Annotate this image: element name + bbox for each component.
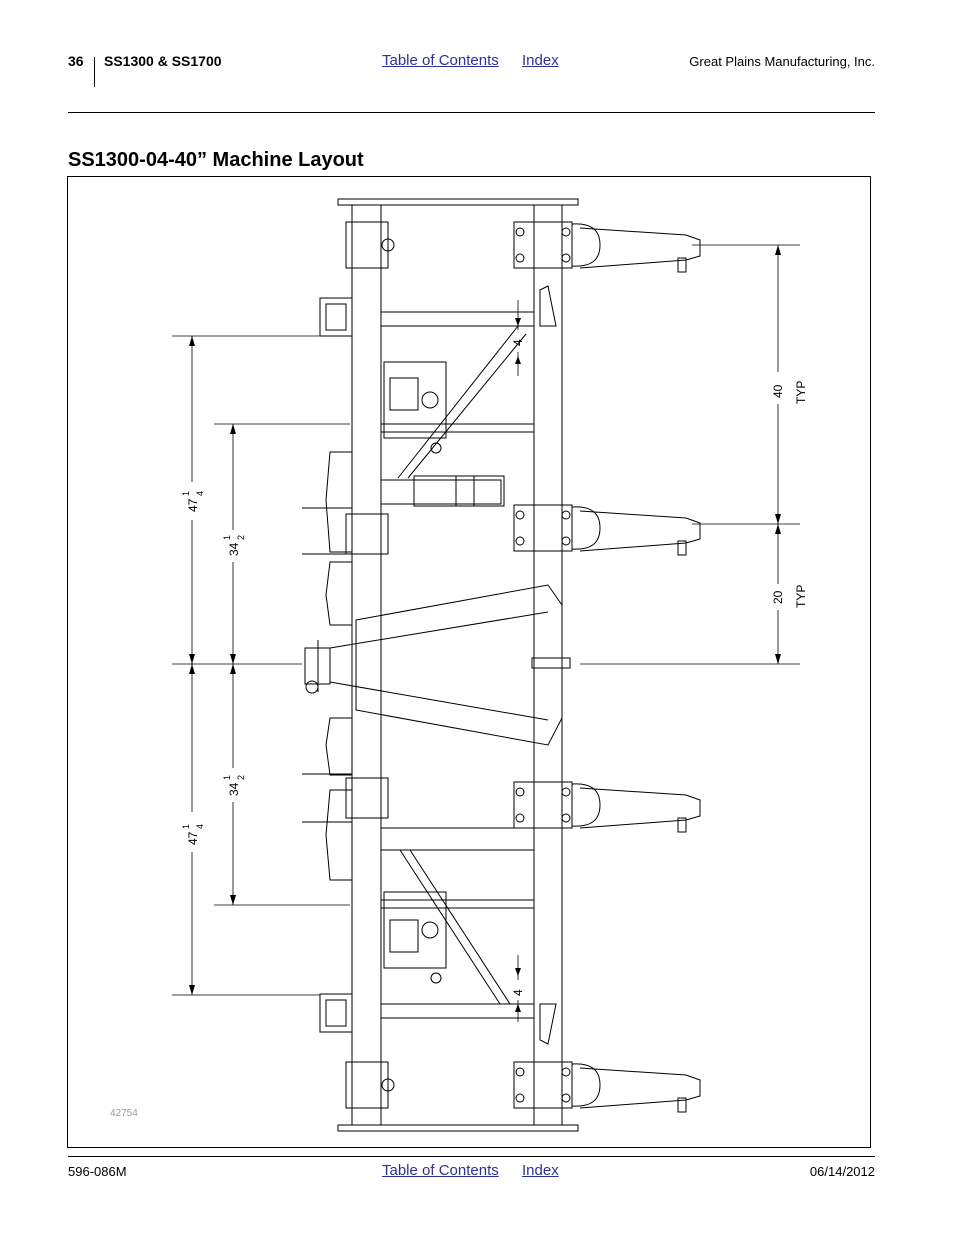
document-number: 596-086M (68, 1164, 127, 1179)
page-title: SS1300-04-40” Machine Layout (68, 149, 364, 171)
dim-outer-bottom: 47 (186, 831, 200, 845)
dim-row-spacing-note: TYP (794, 381, 808, 404)
dim-outer-top: 47 (186, 498, 200, 512)
dim-outer-top-den: 4 (195, 491, 205, 496)
dim-inner-top-den: 2 (236, 535, 246, 540)
dim-half-spacing-note: TYP (794, 585, 808, 608)
index-link[interactable]: Index (522, 52, 559, 69)
dim-inner-top: 34 (227, 542, 241, 556)
company-name: Great Plains Manufacturing, Inc. (689, 54, 875, 69)
dim-inner-bottom: 34 (227, 782, 241, 796)
footer-index-link[interactable]: Index (522, 1162, 559, 1179)
page-number: 36 (68, 53, 84, 69)
dim-outer-bottom-num: 1 (181, 824, 191, 829)
dim-half-spacing: 20 (771, 590, 785, 604)
dim-inner-top-num: 1 (222, 535, 232, 540)
figure-id: 42754 (110, 1108, 138, 1119)
dim-outer-bottom-den: 4 (195, 824, 205, 829)
dim-gap-bottom: 4 (511, 989, 525, 996)
dim-row-spacing: 40 (771, 384, 785, 398)
footer-table-of-contents-link[interactable]: Table of Contents (382, 1162, 499, 1179)
dim-inner-bottom-num: 1 (222, 775, 232, 780)
header-rule (68, 112, 875, 113)
figure-frame (67, 176, 871, 1148)
table-of-contents-link[interactable]: Table of Contents (382, 52, 499, 69)
header-divider (94, 57, 95, 87)
dim-outer-top-num: 1 (181, 491, 191, 496)
model-name: SS1300 & SS1700 (104, 53, 222, 69)
footer-rule (68, 1156, 875, 1157)
dim-gap-top: 4 (511, 339, 525, 346)
dim-inner-bottom-den: 2 (236, 775, 246, 780)
publication-date: 06/14/2012 (809, 1164, 875, 1179)
